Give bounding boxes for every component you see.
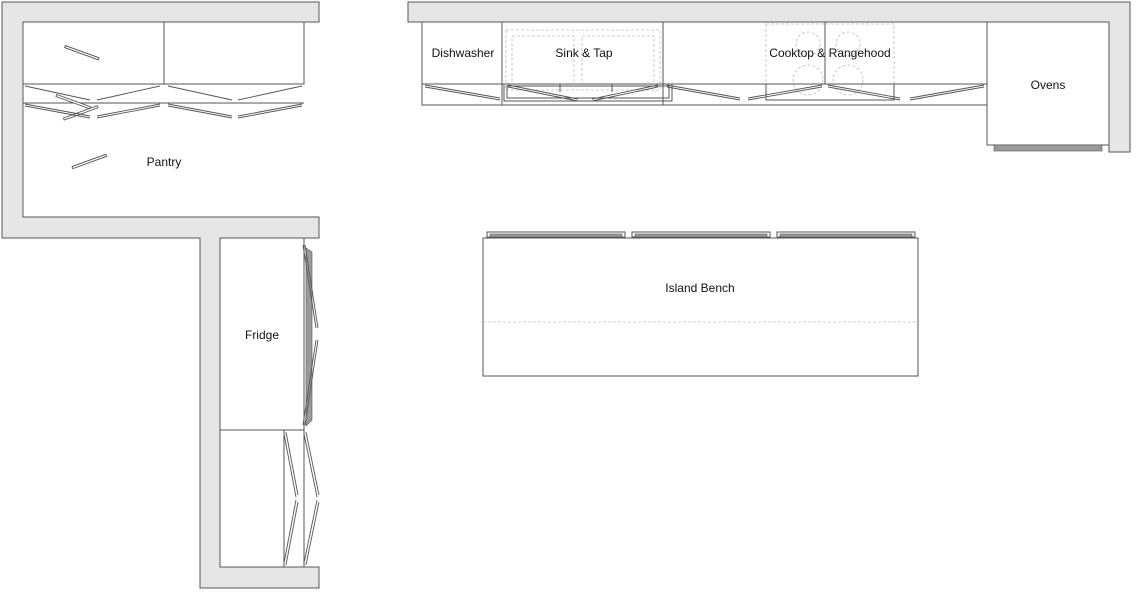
island-bench-label: Island Bench bbox=[665, 281, 734, 295]
pantry-label: Pantry bbox=[147, 155, 182, 169]
pantry-cabinets bbox=[22, 21, 305, 170]
dishwasher bbox=[424, 84, 501, 101]
ovens bbox=[986, 21, 1110, 152]
cooktop bbox=[666, 23, 985, 101]
top-wall bbox=[407, 1, 1131, 153]
top-bench-run bbox=[421, 21, 988, 106]
fridge-label: Fridge bbox=[245, 328, 279, 342]
island-bench bbox=[482, 231, 919, 377]
cooktop-label: Cooktop & Rangehood bbox=[769, 46, 890, 60]
sink bbox=[503, 29, 673, 102]
fridge bbox=[219, 237, 319, 431]
ovens-label: Ovens bbox=[1031, 78, 1066, 92]
dishwasher-label: Dishwasher bbox=[432, 46, 495, 60]
fridge-base-cabinet bbox=[219, 429, 320, 568]
sink-label: Sink & Tap bbox=[555, 46, 612, 60]
